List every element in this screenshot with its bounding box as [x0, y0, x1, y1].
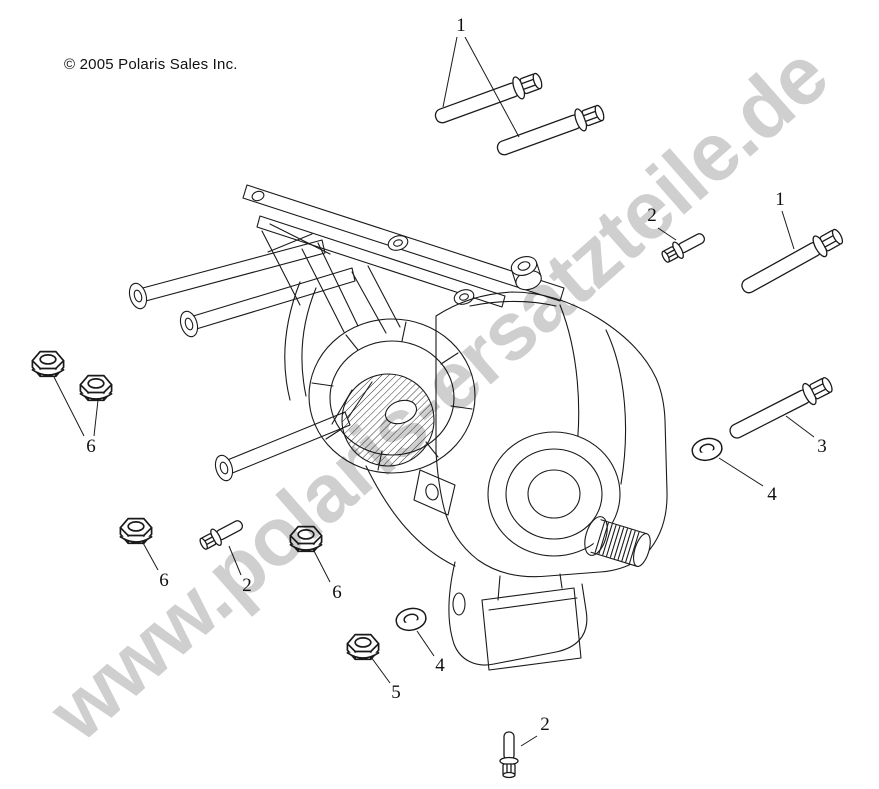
callout-label: 6 — [86, 436, 96, 457]
callout-label: 5 — [391, 682, 401, 703]
flange-bolt-long-icon — [725, 372, 837, 445]
hub-outer-ring — [308, 318, 476, 474]
flange-nut-icon — [31, 350, 65, 378]
flange-nut-icon — [289, 525, 323, 553]
splined-shaft — [584, 516, 651, 567]
callout-label: 2 — [540, 714, 550, 735]
callout-label: 6 — [159, 570, 169, 591]
flat-washer-icon — [689, 435, 725, 464]
callout-label: 6 — [332, 582, 342, 603]
callout-label: 1 — [775, 189, 785, 210]
callout-leader-lines — [53, 36, 815, 747]
callout-label: 4 — [767, 484, 777, 505]
flange-nut-icon — [346, 633, 380, 661]
copyright-notice: © 2005 Polaris Sales Inc. — [64, 56, 238, 73]
flange-bolt-long-icon — [493, 100, 608, 162]
callout-label: 1 — [456, 15, 466, 36]
gearcase-assembly-drawing — [128, 184, 668, 671]
flange-nut-icon — [79, 374, 113, 402]
flange-bolt-long-icon — [736, 224, 847, 300]
gearcase-body-outline — [435, 291, 668, 578]
bracket-top-chord — [242, 184, 565, 302]
flange-bolt-small-icon — [196, 515, 247, 554]
flat-washer-icon — [393, 605, 429, 634]
flange-bolt-small-icon — [499, 731, 519, 779]
bracket-second-chord — [256, 215, 506, 308]
callout-label: 4 — [435, 655, 445, 676]
callout-label: 2 — [647, 205, 657, 226]
flange-nut-icon — [119, 517, 153, 545]
callout-label: 3 — [817, 436, 827, 457]
callout-label: 2 — [242, 575, 252, 596]
